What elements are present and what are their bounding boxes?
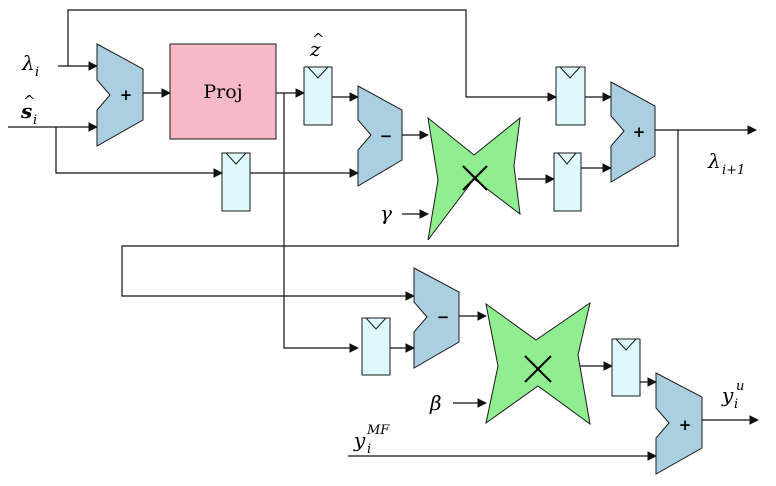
svg-text:s: s: [20, 99, 32, 123]
multiplier-1: [427, 116, 521, 241]
register-z: [303, 66, 333, 126]
wire-proj-branch: [283, 93, 359, 353]
svg-text:y: y: [353, 428, 366, 452]
svg-text:MF: MF: [366, 423, 390, 438]
adder-1-op: +: [120, 86, 133, 104]
adder-3-op: +: [679, 416, 692, 434]
label-y-u: y u i: [721, 379, 744, 412]
svg-text:u: u: [736, 379, 744, 394]
adder-1: +: [96, 43, 144, 147]
label-beta: β: [429, 391, 442, 415]
multiplier-2: [485, 301, 591, 426]
label-y-mf: y MF i: [353, 423, 390, 457]
svg-text:λ: λ: [21, 51, 35, 75]
svg-text:i+1: i+1: [722, 163, 745, 178]
wire-lambda-forward: [67, 9, 557, 102]
register-proj: [361, 317, 391, 376]
label-s-hat-i: ^ s i: [20, 92, 37, 128]
proj-block: Proj: [169, 43, 277, 140]
register-lambda: [555, 66, 586, 126]
svg-text:λ: λ: [707, 149, 721, 173]
svg-text:^: ^: [312, 30, 325, 48]
adder-2: +: [610, 81, 656, 183]
label-lambda-i: λ i: [21, 51, 39, 80]
adder-2-op: +: [633, 123, 646, 141]
svg-text:y: y: [721, 383, 734, 407]
svg-text:z: z: [309, 37, 321, 61]
label-z-hat: ^ z: [309, 30, 325, 61]
svg-text:i: i: [35, 65, 39, 80]
subtractor-1: −: [357, 85, 403, 187]
wire-s-branch: [55, 127, 223, 178]
wires: [8, 9, 759, 461]
label-gamma: γ: [380, 201, 392, 225]
svg-text:γ: γ: [380, 201, 392, 225]
register-mul1: [553, 152, 582, 212]
register-s: [221, 152, 251, 212]
wire-feedback: [121, 130, 679, 301]
adder-3: +: [655, 372, 703, 475]
svg-text:i: i: [33, 113, 37, 128]
svg-text:β: β: [429, 391, 442, 415]
subtractor-2: −: [413, 267, 460, 369]
subtractor-1-op: −: [380, 127, 393, 145]
svg-text:i: i: [734, 397, 738, 412]
subtractor-2-op: −: [437, 308, 450, 326]
svg-text:i: i: [367, 442, 371, 457]
register-mul2: [611, 338, 641, 397]
svg-text:^: ^: [23, 92, 36, 110]
proj-label: Proj: [203, 81, 242, 103]
label-lambda-next: λ i+1: [707, 149, 745, 178]
